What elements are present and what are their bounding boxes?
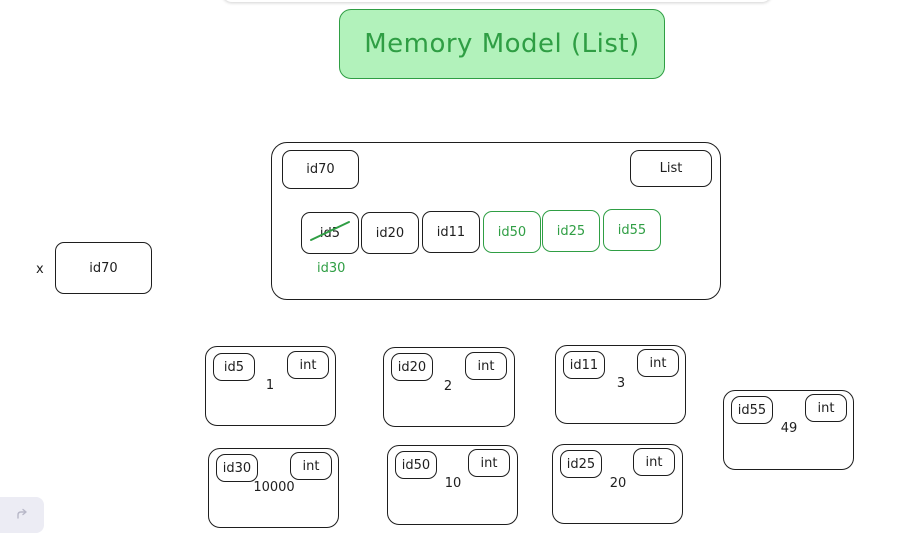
diagram-title[interactable]: Memory Model (List) bbox=[339, 9, 665, 79]
object-value: 1 bbox=[265, 378, 275, 393]
object-id-label: id25 bbox=[560, 450, 602, 478]
top-toolbar-edge bbox=[222, 0, 772, 2]
object-value: 2 bbox=[443, 379, 453, 394]
redo-icon bbox=[17, 508, 27, 519]
list-slot-4[interactable]: id25 bbox=[542, 210, 600, 252]
object-id-label: id50 bbox=[395, 451, 437, 479]
object-type-label: int bbox=[468, 449, 510, 477]
list-slot-0[interactable]: id5 bbox=[301, 212, 359, 254]
list-slot-1[interactable]: id20 bbox=[361, 212, 419, 254]
list-slot-5[interactable]: id55 bbox=[603, 209, 661, 251]
object-value: 3 bbox=[616, 376, 626, 391]
strike-through-line bbox=[310, 221, 350, 241]
list-type-box[interactable]: List bbox=[630, 150, 712, 187]
int-object-id25[interactable] bbox=[552, 444, 683, 524]
int-object-id50[interactable] bbox=[387, 445, 518, 525]
list-object[interactable] bbox=[271, 142, 721, 300]
object-value: 20 bbox=[609, 476, 627, 491]
object-type-label: int bbox=[290, 452, 332, 480]
redo-button[interactable] bbox=[0, 497, 44, 533]
int-object-id20[interactable] bbox=[383, 347, 515, 427]
object-type-label: int bbox=[805, 394, 847, 422]
variable-name: x bbox=[36, 262, 44, 277]
object-id-label: id30 bbox=[216, 454, 258, 482]
int-object-id11[interactable] bbox=[555, 345, 686, 424]
object-id-label: id11 bbox=[563, 351, 605, 379]
list-slot-3[interactable]: id50 bbox=[483, 211, 541, 253]
object-type-label: int bbox=[637, 349, 679, 377]
object-id-label: id20 bbox=[391, 353, 433, 381]
list-id-box[interactable]: id70 bbox=[282, 150, 359, 189]
object-value: 49 bbox=[780, 421, 798, 436]
object-value: 10000 bbox=[253, 480, 295, 495]
object-type-label: int bbox=[633, 448, 675, 476]
object-type-label: int bbox=[287, 351, 329, 379]
variable-ref-box[interactable]: id70 bbox=[55, 242, 152, 294]
int-object-id55[interactable] bbox=[723, 390, 854, 470]
object-id-label: id5 bbox=[213, 353, 255, 381]
int-object-id30[interactable] bbox=[208, 448, 339, 528]
object-id-label: id55 bbox=[731, 396, 773, 424]
list-slot-2[interactable]: id11 bbox=[422, 211, 480, 253]
object-value: 10 bbox=[444, 476, 462, 491]
object-type-label: int bbox=[465, 352, 507, 380]
replacement-id-label: id30 bbox=[317, 261, 346, 276]
int-object-id5[interactable] bbox=[205, 346, 336, 426]
